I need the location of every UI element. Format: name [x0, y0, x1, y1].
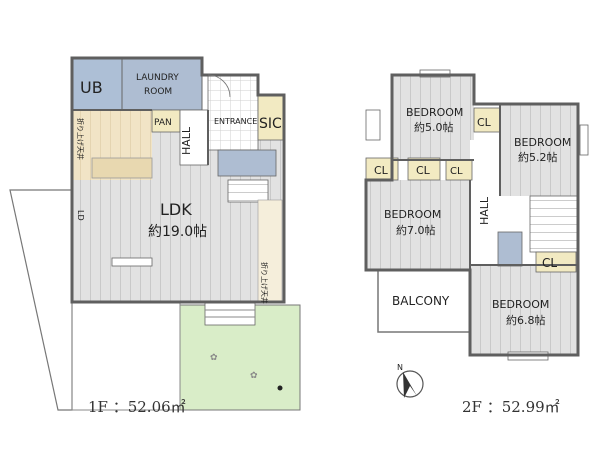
plant-icon: ✿	[250, 371, 258, 381]
lot-boundary-left	[9, 189, 73, 411]
room-label-bedroom-2: BEDROOM	[514, 136, 571, 149]
closet-stair	[535, 251, 577, 273]
closet-label-1: CL	[374, 164, 389, 177]
room-label-laundry: ROOM	[144, 87, 172, 97]
room-label-sic: SIC	[259, 116, 282, 132]
ceiling-note-left: 折り上げ天井	[76, 118, 85, 160]
room-label-balcony: BALCONY	[392, 294, 450, 308]
hall-1f	[179, 109, 209, 166]
entrance-door-swing	[207, 74, 231, 98]
room-label-bedroom-1: BEDROOM	[406, 106, 463, 119]
closet-label-2: CL	[416, 164, 431, 177]
room-label-entrance: ENTRANCE	[214, 117, 257, 126]
room-size-bedroom-1: 約5.0帖	[414, 120, 454, 134]
room-size-bedroom-4: 約6.8帖	[506, 313, 546, 327]
floor-area-2f: 2F ：52.99㎡	[462, 398, 560, 416]
closet-top	[473, 107, 501, 133]
first-floor-plan: ✿ ✿ UB LAUNDRY ROOM PAN HALL ENTRANCE SI…	[9, 56, 301, 416]
room-label-hall-2f: HALL	[478, 196, 491, 225]
stair-storage-strip	[257, 199, 283, 303]
bedroom-3-floor	[366, 180, 470, 270]
floor-area-1f: 1F ：52.06㎡	[88, 398, 186, 416]
stairs-2f	[529, 195, 579, 253]
north-compass-icon: N	[396, 363, 424, 398]
window-2f-right	[579, 124, 589, 156]
closet-label-3: CL	[450, 166, 463, 177]
window-ldk-bottom	[111, 257, 153, 267]
garden-post	[277, 385, 283, 391]
room-label-bedroom-4: BEDROOM	[492, 298, 549, 311]
ceiling-note-right: 折り上げ天井	[260, 262, 269, 304]
closet-label-stair: CL	[542, 256, 557, 270]
room-label-ldk: LDK	[160, 200, 192, 219]
plant-icon: ✿	[210, 353, 218, 363]
closet-label-top: CL	[477, 116, 492, 129]
bedroom-4-floor	[470, 265, 578, 355]
room-label-bedroom-3: BEDROOM	[384, 208, 441, 221]
bedroom-2-floor	[500, 104, 578, 196]
room-label-pan: PAN	[154, 118, 172, 128]
room-size-bedroom-2: 約5.2帖	[518, 150, 558, 164]
stairs-1f	[227, 179, 269, 203]
outer-walls-2f	[364, 73, 580, 357]
room-label-ub: UB	[80, 78, 103, 97]
room-label-laundry: LAUNDRY	[136, 73, 179, 83]
toilet-1f	[217, 149, 277, 177]
toilet-2f	[497, 231, 523, 267]
lot-boundary-bottom	[71, 299, 181, 411]
laundry-room	[121, 57, 203, 111]
room-label-ld: LD	[76, 210, 85, 221]
entrance	[207, 74, 259, 151]
kitchen-counter	[91, 157, 153, 179]
outer-walls-1f	[70, 56, 286, 304]
room-label-hall-1f: HALL	[180, 126, 193, 155]
bedroom-1-floor	[392, 75, 474, 160]
terrace-deck	[204, 302, 256, 326]
window-2f-left	[365, 109, 381, 141]
closet-2	[407, 157, 441, 181]
second-floor-plan: BEDROOM 約5.0帖 BEDROOM 約5.2帖 BEDROOM 約7.0…	[364, 69, 589, 416]
hall-2f	[470, 140, 500, 230]
room-size-bedroom-3: 約7.0帖	[396, 223, 436, 237]
compass-label: N	[397, 363, 403, 372]
room-size-ldk: 約19.0帖	[148, 224, 207, 240]
